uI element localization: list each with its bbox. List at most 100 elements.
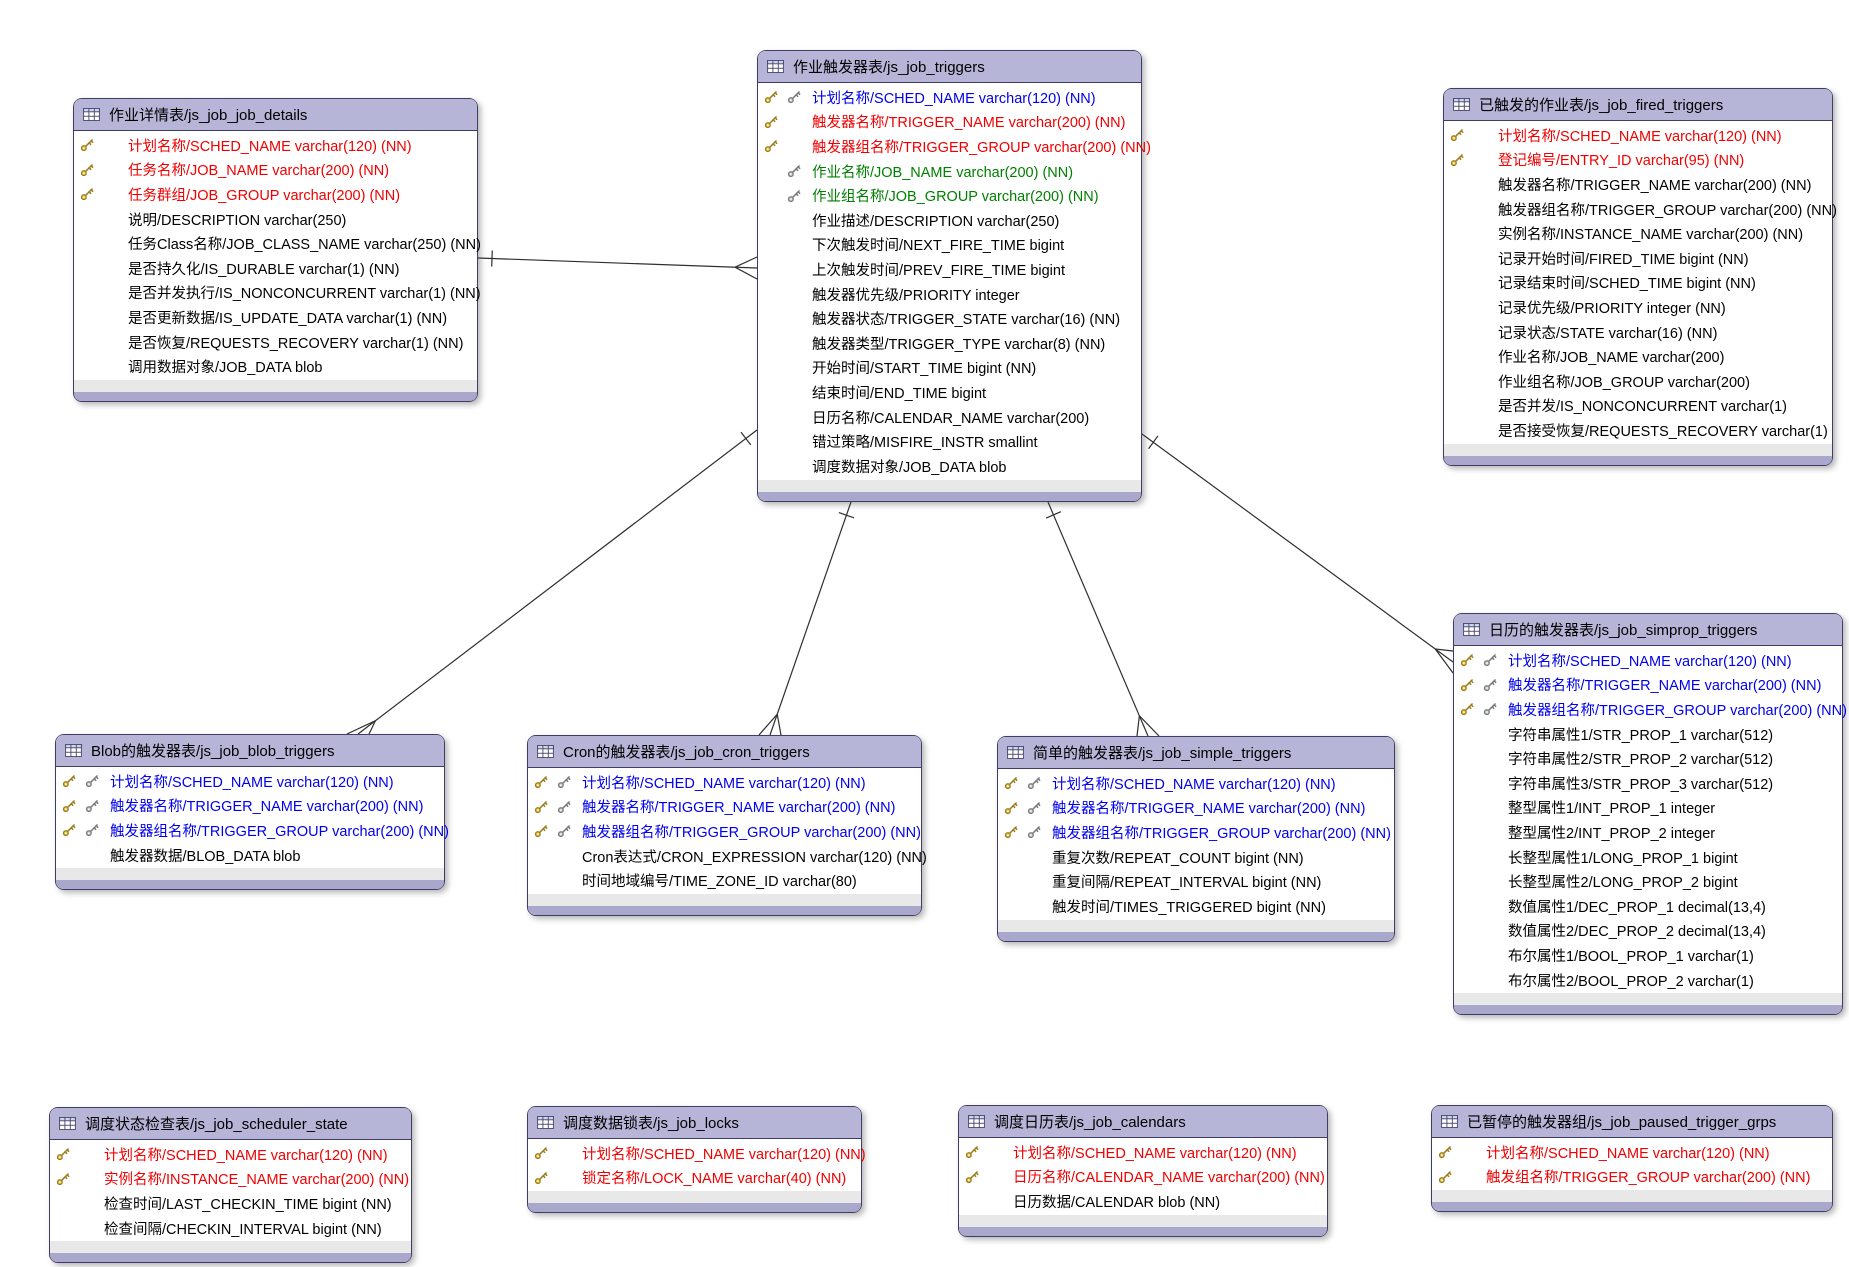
field-row[interactable]: 触发器组名称/TRIGGER_GROUP varchar(200) (NN)	[1444, 197, 1837, 222]
table-header[interactable]: 作业详情表/js_job_job_details	[74, 99, 477, 131]
field-row[interactable]: 触发器数据/BLOB_DATA blob	[56, 843, 444, 868]
field-row[interactable]: 上次触发时间/PREV_FIRE_TIME bigint	[758, 257, 1141, 282]
field-row[interactable]: 计划名称/SCHED_NAME varchar(120) (NN)	[528, 1141, 866, 1166]
table-header[interactable]: 简单的触发器表/js_job_simple_triggers	[998, 737, 1394, 769]
field-row[interactable]: 数值属性2/DEC_PROP_2 decimal(13,4)	[1454, 919, 1842, 944]
field-row[interactable]: 日历名称/CALENDAR_NAME varchar(200) (NN)	[959, 1165, 1327, 1190]
table-header[interactable]: 已暂停的触发器组/js_job_paused_trigger_grps	[1432, 1106, 1832, 1138]
field-row[interactable]: 作业描述/DESCRIPTION varchar(250)	[758, 208, 1141, 233]
field-row[interactable]: 触发器名称/TRIGGER_NAME varchar(200) (NN)	[528, 795, 921, 820]
field-row[interactable]: 字符串属性1/STR_PROP_1 varchar(512)	[1454, 722, 1842, 747]
field-row[interactable]: 结束时间/END_TIME bigint	[758, 380, 1141, 405]
field-row[interactable]: 计划名称/SCHED_NAME varchar(120) (NN)	[1444, 123, 1832, 148]
field-row[interactable]: 是否恢复/REQUESTS_RECOVERY varchar(1) (NN)	[74, 330, 477, 355]
field-row[interactable]: 是否并发执行/IS_NONCONCURRENT varchar(1) (NN)	[74, 281, 481, 306]
field-row[interactable]: 计划名称/SCHED_NAME varchar(120) (NN)	[528, 770, 921, 795]
field-row[interactable]: 开始时间/START_TIME bigint (NN)	[758, 356, 1141, 381]
field-row[interactable]: 计划名称/SCHED_NAME varchar(120) (NN)	[56, 769, 444, 794]
field-row[interactable]: 计划名称/SCHED_NAME varchar(120) (NN)	[959, 1140, 1327, 1165]
field-row[interactable]: 计划名称/SCHED_NAME varchar(120) (NN)	[998, 771, 1394, 796]
field-row[interactable]: 任务名称/JOB_NAME varchar(200) (NN)	[74, 158, 477, 183]
table-header[interactable]: 作业触发器表/js_job_triggers	[758, 51, 1141, 83]
field-row[interactable]: 整型属性2/INT_PROP_2 integer	[1454, 820, 1842, 845]
field-row[interactable]: 下次触发时间/NEXT_FIRE_TIME bigint	[758, 233, 1141, 258]
field-row[interactable]: 调度数据对象/JOB_DATA blob	[758, 454, 1141, 479]
table-header[interactable]: 调度状态检查表/js_job_scheduler_state	[50, 1108, 411, 1140]
field-row[interactable]: 任务Class名称/JOB_CLASS_NAME varchar(250) (N…	[74, 231, 481, 256]
field-row[interactable]: 作业组名称/JOB_GROUP varchar(200) (NN)	[758, 183, 1141, 208]
field-row[interactable]: 作业组名称/JOB_GROUP varchar(200)	[1444, 369, 1832, 394]
field-row[interactable]: 是否接受恢复/REQUESTS_RECOVERY varchar(1)	[1444, 418, 1832, 443]
field-row[interactable]: 整型属性1/INT_PROP_1 integer	[1454, 796, 1842, 821]
field-row[interactable]: 错过策略/MISFIRE_INSTR smallint	[758, 429, 1141, 454]
field-row[interactable]: 检查时间/LAST_CHECKIN_TIME bigint (NN)	[50, 1191, 411, 1216]
field-row[interactable]: 计划名称/SCHED_NAME varchar(120) (NN)	[758, 85, 1141, 110]
field-row[interactable]: 触发器组名称/TRIGGER_GROUP varchar(200) (NN)	[56, 818, 449, 843]
field-row[interactable]: 长整型属性2/LONG_PROP_2 bigint	[1454, 869, 1842, 894]
field-row[interactable]: 触发器组名称/TRIGGER_GROUP varchar(200) (NN)	[528, 819, 921, 844]
field-row[interactable]: 记录状态/STATE varchar(16) (NN)	[1444, 320, 1832, 345]
field-row[interactable]: 字符串属性2/STR_PROP_2 varchar(512)	[1454, 746, 1842, 771]
field-row[interactable]: 锁定名称/LOCK_NAME varchar(40) (NN)	[528, 1166, 861, 1191]
field-row[interactable]: 重复间隔/REPEAT_INTERVAL bigint (NN)	[998, 869, 1394, 894]
field-row[interactable]: Cron表达式/CRON_EXPRESSION varchar(120) (NN…	[528, 844, 927, 869]
field-row[interactable]: 计划名称/SCHED_NAME varchar(120) (NN)	[74, 133, 477, 158]
table-header[interactable]: Blob的触发器表/js_job_blob_triggers	[56, 735, 444, 767]
table-header[interactable]: Cron的触发器表/js_job_cron_triggers	[528, 736, 921, 768]
field-row[interactable]: 登记编号/ENTRY_ID varchar(95) (NN)	[1444, 148, 1832, 173]
field-row[interactable]: 是否更新数据/IS_UPDATE_DATA varchar(1) (NN)	[74, 305, 477, 330]
field-row[interactable]: 数值属性1/DEC_PROP_1 decimal(13,4)	[1454, 894, 1842, 919]
field-row[interactable]: 触发器优先级/PRIORITY integer	[758, 282, 1141, 307]
field-row[interactable]: 实例名称/INSTANCE_NAME varchar(200) (NN)	[50, 1167, 411, 1192]
field-row[interactable]: 时间地域编号/TIME_ZONE_ID varchar(80)	[528, 868, 921, 893]
field-row[interactable]: 触发组名称/TRIGGER_GROUP varchar(200) (NN)	[1432, 1165, 1832, 1190]
field-row[interactable]: 触发器名称/TRIGGER_NAME varchar(200) (NN)	[998, 796, 1394, 821]
field-row[interactable]: 计划名称/SCHED_NAME varchar(120) (NN)	[50, 1142, 411, 1167]
table-header[interactable]: 已触发的作业表/js_job_fired_triggers	[1444, 89, 1832, 121]
field-row[interactable]: 触发器组名称/TRIGGER_GROUP varchar(200) (NN)	[998, 820, 1394, 845]
field-row[interactable]: 重复次数/REPEAT_COUNT bigint (NN)	[998, 845, 1394, 870]
field-row[interactable]: 检查间隔/CHECKIN_INTERVAL bigint (NN)	[50, 1216, 411, 1241]
field-row[interactable]: 是否持久化/IS_DURABLE varchar(1) (NN)	[74, 256, 477, 281]
field-row[interactable]: 实例名称/INSTANCE_NAME varchar(200) (NN)	[1444, 221, 1832, 246]
field-row[interactable]: 触发器组名称/TRIGGER_GROUP varchar(200) (NN)	[758, 134, 1151, 159]
field-row[interactable]: 触发器名称/TRIGGER_NAME varchar(200) (NN)	[56, 794, 444, 819]
field-row[interactable]: 触发器名称/TRIGGER_NAME varchar(200) (NN)	[1454, 673, 1842, 698]
table-header[interactable]: 调度日历表/js_job_calendars	[959, 1106, 1327, 1138]
field-row[interactable]: 调用数据对象/JOB_DATA blob	[74, 354, 477, 379]
field-row[interactable]: 作业名称/JOB_NAME varchar(200)	[1444, 344, 1832, 369]
field-row[interactable]: 作业名称/JOB_NAME varchar(200) (NN)	[758, 159, 1141, 184]
field-row[interactable]: 说明/DESCRIPTION varchar(250)	[74, 207, 477, 232]
field-row[interactable]: 布尔属性2/BOOL_PROP_2 varchar(1)	[1454, 968, 1842, 993]
field-row[interactable]: 任务群组/JOB_GROUP varchar(200) (NN)	[74, 182, 477, 207]
field-row[interactable]: 日历名称/CALENDAR_NAME varchar(200)	[758, 405, 1141, 430]
field-row[interactable]: 触发器名称/TRIGGER_NAME varchar(200) (NN)	[758, 110, 1141, 135]
field-row[interactable]: 记录开始时间/FIRED_TIME bigint (NN)	[1444, 246, 1832, 271]
field-row[interactable]: 计划名称/SCHED_NAME varchar(120) (NN)	[1432, 1140, 1832, 1165]
field-row[interactable]: 字符串属性3/STR_PROP_3 varchar(512)	[1454, 771, 1842, 796]
table-header[interactable]: 调度数据锁表/js_job_locks	[528, 1107, 861, 1139]
field-row[interactable]: 触发器状态/TRIGGER_STATE varchar(16) (NN)	[758, 306, 1141, 331]
field-row[interactable]: 触发器组名称/TRIGGER_GROUP varchar(200) (NN)	[1454, 697, 1847, 722]
field-row[interactable]: 记录优先级/PRIORITY integer (NN)	[1444, 295, 1832, 320]
field-row[interactable]: 是否并发/IS_NONCONCURRENT varchar(1)	[1444, 394, 1832, 419]
field-row[interactable]: 长整型属性1/LONG_PROP_1 bigint	[1454, 845, 1842, 870]
field-row[interactable]: 触发器类型/TRIGGER_TYPE varchar(8) (NN)	[758, 331, 1141, 356]
field-row[interactable]: 记录结束时间/SCHED_TIME bigint (NN)	[1444, 271, 1832, 296]
field-row[interactable]: 触发器名称/TRIGGER_NAME varchar(200) (NN)	[1444, 172, 1832, 197]
field-row[interactable]: 日历数据/CALENDAR blob (NN)	[959, 1189, 1327, 1214]
field-row[interactable]: 布尔属性1/BOOL_PROP_1 varchar(1)	[1454, 943, 1842, 968]
field-row[interactable]: 触发时间/TIMES_TRIGGERED bigint (NN)	[998, 894, 1394, 919]
table-header[interactable]: 日历的触发器表/js_job_simprop_triggers	[1454, 614, 1842, 646]
